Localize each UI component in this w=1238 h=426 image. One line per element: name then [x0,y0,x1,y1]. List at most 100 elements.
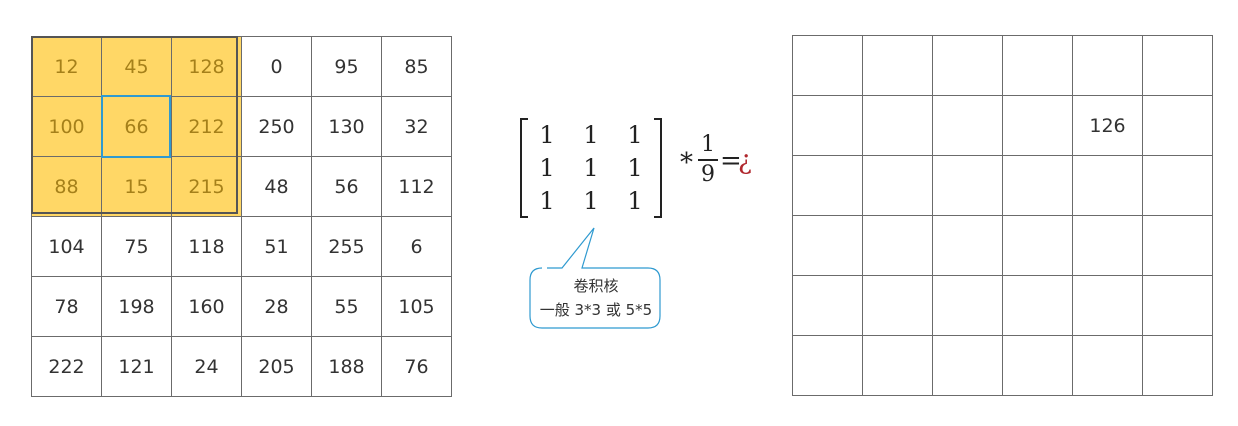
input-cell: 160 [171,276,242,337]
kernel-matrix: 1 1 1 1 1 1 1 1 1 [520,118,662,218]
output-row [792,275,1213,336]
equals-symbol: = [720,146,742,176]
kernel-cell: 1 [583,121,599,149]
kernel-row: 1 1 1 [532,153,650,183]
output-row [792,215,1213,276]
input-row: 100 66 212 250 130 32 [31,96,452,157]
input-cell: 75 [101,216,172,277]
input-row: 104 75 118 51 255 6 [31,216,452,277]
callout-bubble [529,227,661,329]
input-cell: 255 [311,216,382,277]
input-row: 78 198 160 28 55 105 [31,276,452,337]
input-cell: 15 [101,156,172,217]
output-cell [932,335,1003,396]
input-cell: 24 [171,336,242,397]
output-cell [1142,335,1213,396]
input-cell: 118 [171,216,242,277]
input-cell: 51 [241,216,312,277]
result-placeholder: ¿ [738,146,752,176]
input-cell: 12 [31,36,102,97]
kernel-cell: 1 [539,121,555,149]
callout-line-1: 卷积核 [573,277,619,295]
input-cell: 45 [101,36,172,97]
output-cell [1002,335,1073,396]
input-cell: 85 [381,36,452,97]
input-cell: 121 [101,336,172,397]
input-cell: 28 [241,276,312,337]
multiply-symbol: * [680,148,693,178]
output-cell [1002,95,1073,156]
output-cell [1072,35,1143,96]
output-cell [792,275,863,336]
input-cell: 32 [381,96,452,157]
input-cell: 112 [381,156,452,217]
output-cell [792,95,863,156]
kernel-cell: 1 [583,154,599,182]
output-cell [932,215,1003,276]
kernel-cell: 1 [627,187,643,215]
output-cell [1072,275,1143,336]
input-cell: 128 [171,36,242,97]
output-cell [1142,215,1213,276]
fraction-bar [698,159,718,161]
output-cell [792,215,863,276]
output-cell [1002,155,1073,216]
input-row: 222 121 24 205 188 76 [31,336,452,397]
input-cell: 95 [311,36,382,97]
input-row: 12 45 128 0 95 85 [31,36,452,97]
output-result-cell: 126 [1072,95,1143,156]
output-cell [1072,215,1143,276]
output-cell [862,335,933,396]
output-row [792,335,1213,396]
kernel-callout: 卷积核 一般 3*3 或 5*5 [520,222,670,334]
output-matrix: 126 [792,35,1213,396]
input-cell: 6 [381,216,452,277]
output-cell [792,35,863,96]
input-cell: 104 [31,216,102,277]
input-cell: 212 [171,96,242,157]
input-cell: 100 [31,96,102,157]
output-cell [1142,35,1213,96]
input-cell: 215 [171,156,242,217]
input-cell: 56 [311,156,382,217]
input-cell: 78 [31,276,102,337]
input-cell: 105 [381,276,452,337]
left-bracket [520,118,528,218]
output-cell [792,155,863,216]
output-cell [1002,215,1073,276]
right-bracket [654,118,662,218]
output-cell [932,95,1003,156]
input-cell: 55 [311,276,382,337]
input-row: 88 15 215 48 56 112 [31,156,452,217]
input-cell: 222 [31,336,102,397]
output-cell [862,95,933,156]
output-cell [932,275,1003,336]
fraction-numerator: 1 [701,132,715,157]
input-cell: 130 [311,96,382,157]
output-cell [1072,335,1143,396]
input-cell: 76 [381,336,452,397]
input-cell: 250 [241,96,312,157]
output-cell [792,335,863,396]
scale-fraction: 1 9 [698,132,718,188]
kernel-cell: 1 [627,154,643,182]
kernel-row: 1 1 1 [532,186,650,216]
callout-text: 卷积核 一般 3*3 或 5*5 [526,274,666,322]
input-cell: 88 [31,156,102,217]
output-cell [932,35,1003,96]
output-row [792,155,1213,216]
input-matrix: 12 45 128 0 95 85 100 66 212 250 130 32 … [31,36,452,397]
output-cell [1002,35,1073,96]
output-cell [862,215,933,276]
input-cell: 188 [311,336,382,397]
callout-line-2: 一般 3*3 或 5*5 [539,301,653,319]
input-cell: 0 [241,36,312,97]
kernel-cell: 1 [583,187,599,215]
output-cell [862,35,933,96]
output-cell [1142,95,1213,156]
input-center-cell: 66 [101,96,172,157]
output-row [792,35,1213,96]
kernel-row: 1 1 1 [532,120,650,150]
output-cell [1002,275,1073,336]
output-cell [932,155,1003,216]
